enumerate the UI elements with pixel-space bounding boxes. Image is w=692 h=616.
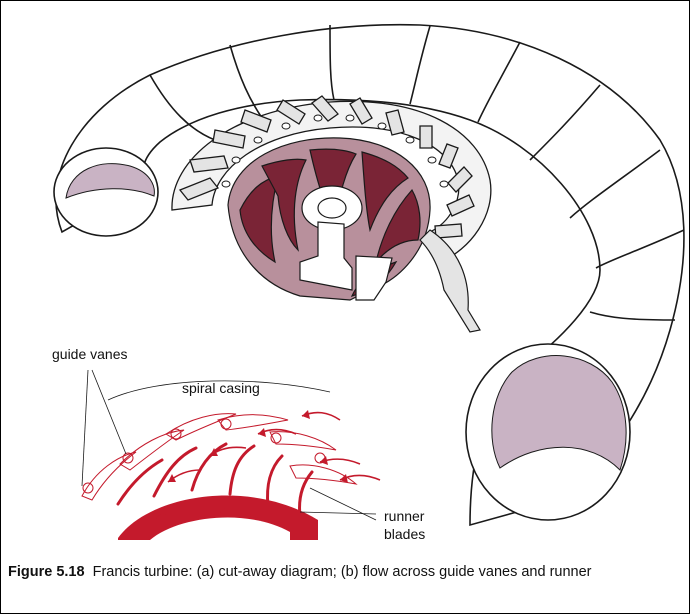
guide-vane: [240, 109, 272, 133]
runner-blade-curve: [266, 454, 284, 508]
guide-vane: [178, 177, 220, 201]
guide-vane: [189, 155, 229, 173]
vane-pin: [281, 122, 291, 130]
vane-pin: [427, 156, 437, 164]
casing-seam: [149, 74, 216, 141]
leader-lines: [81, 369, 377, 521]
guide-vane: [434, 223, 463, 239]
guide-vane: [212, 129, 246, 149]
casing-right-inner: [491, 355, 627, 471]
vane-pin: [221, 180, 231, 188]
spiral-casing: [53, 23, 685, 527]
guide-vane: [311, 95, 339, 122]
vane-pivot: [220, 418, 232, 430]
casing-left-inner: [65, 163, 155, 199]
label-runner-blades-1: runner: [384, 508, 425, 524]
guide-vane: [385, 109, 405, 136]
leader-guide-vanes: [81, 369, 89, 487]
vane-pin: [231, 156, 241, 164]
flow-guide-vane: [119, 429, 185, 471]
vane-pin: [377, 122, 387, 130]
caption-text: Francis turbine: (a) cut-away diagram; (…: [92, 564, 592, 580]
runner-blade: [361, 151, 409, 233]
flow-guide-vane: [217, 414, 289, 431]
vane-pivot: [122, 452, 134, 464]
runner-blade: [375, 188, 421, 263]
vane-pin: [313, 114, 323, 122]
vane-pivot: [170, 428, 182, 440]
figure-caption: Figure 5.18 Francis turbine: (a) cut-awa…: [8, 562, 668, 583]
casing-seam: [229, 44, 263, 119]
guide-vane: [276, 99, 306, 125]
runner-blade-curve: [228, 444, 256, 496]
flow-guide-vane: [165, 413, 237, 441]
flow-arrowhead: [220, 507, 227, 516]
casing-seam: [529, 84, 601, 161]
casing-seam: [409, 25, 431, 105]
vane-pivot: [270, 432, 282, 444]
flow-guide-vane: [289, 464, 358, 485]
figure-number: Figure 5.18: [8, 564, 85, 580]
runner-blade-curve: [152, 446, 198, 498]
shaft-section: [299, 221, 353, 291]
flow-arrowhead: [320, 456, 328, 465]
label-runner-blades-2: blades: [384, 526, 426, 542]
guide-vane: [438, 143, 459, 169]
vane-pin: [253, 136, 263, 144]
runner-blade-curve: [190, 442, 228, 492]
guide-vane: [446, 194, 475, 217]
runner: [227, 137, 481, 333]
flow-arrowhead: [168, 474, 176, 482]
draft-cone: [355, 255, 393, 301]
casing-seam: [595, 229, 685, 269]
flow-arrowhead: [302, 410, 310, 419]
vane-pin: [345, 114, 355, 122]
flow-arrowhead: [340, 474, 348, 483]
flow-guide-vanes: [81, 413, 358, 501]
vane-pivot: [82, 482, 94, 494]
casing-seam: [329, 24, 335, 101]
label-guide-vanes: guide vanes: [52, 346, 128, 362]
flow-guide-vane: [81, 451, 137, 501]
runner-hub-bore: [317, 197, 347, 219]
label-spiral-casing: spiral casing: [182, 380, 260, 396]
runner-hub-inner: [150, 517, 290, 540]
cover-plate: [419, 229, 481, 333]
guide-vane: [419, 125, 433, 149]
casing-seam: [569, 149, 661, 219]
runner-blade: [261, 158, 307, 252]
vane-pin: [405, 136, 415, 144]
flow-arrowhead: [210, 448, 218, 456]
guide-vane-ring: [171, 95, 492, 263]
casing-seam: [589, 311, 676, 321]
flow-arrowhead: [156, 513, 163, 522]
leader-guide-vanes: [91, 369, 127, 455]
flow-arrowhead: [258, 428, 266, 437]
flow-detail: [81, 380, 381, 540]
runner-blade-curve: [298, 470, 314, 518]
spiral-casing-outline: [107, 380, 331, 401]
leader-runner-blades: [309, 487, 377, 521]
casing-seam: [477, 41, 521, 123]
runner-blade-curve: [116, 458, 164, 506]
runner-blade: [239, 175, 279, 264]
vane-pin: [439, 180, 449, 188]
leader-runner-blades: [299, 511, 377, 515]
flow-arrowheads: [156, 410, 348, 522]
guide-vane: [349, 97, 373, 125]
